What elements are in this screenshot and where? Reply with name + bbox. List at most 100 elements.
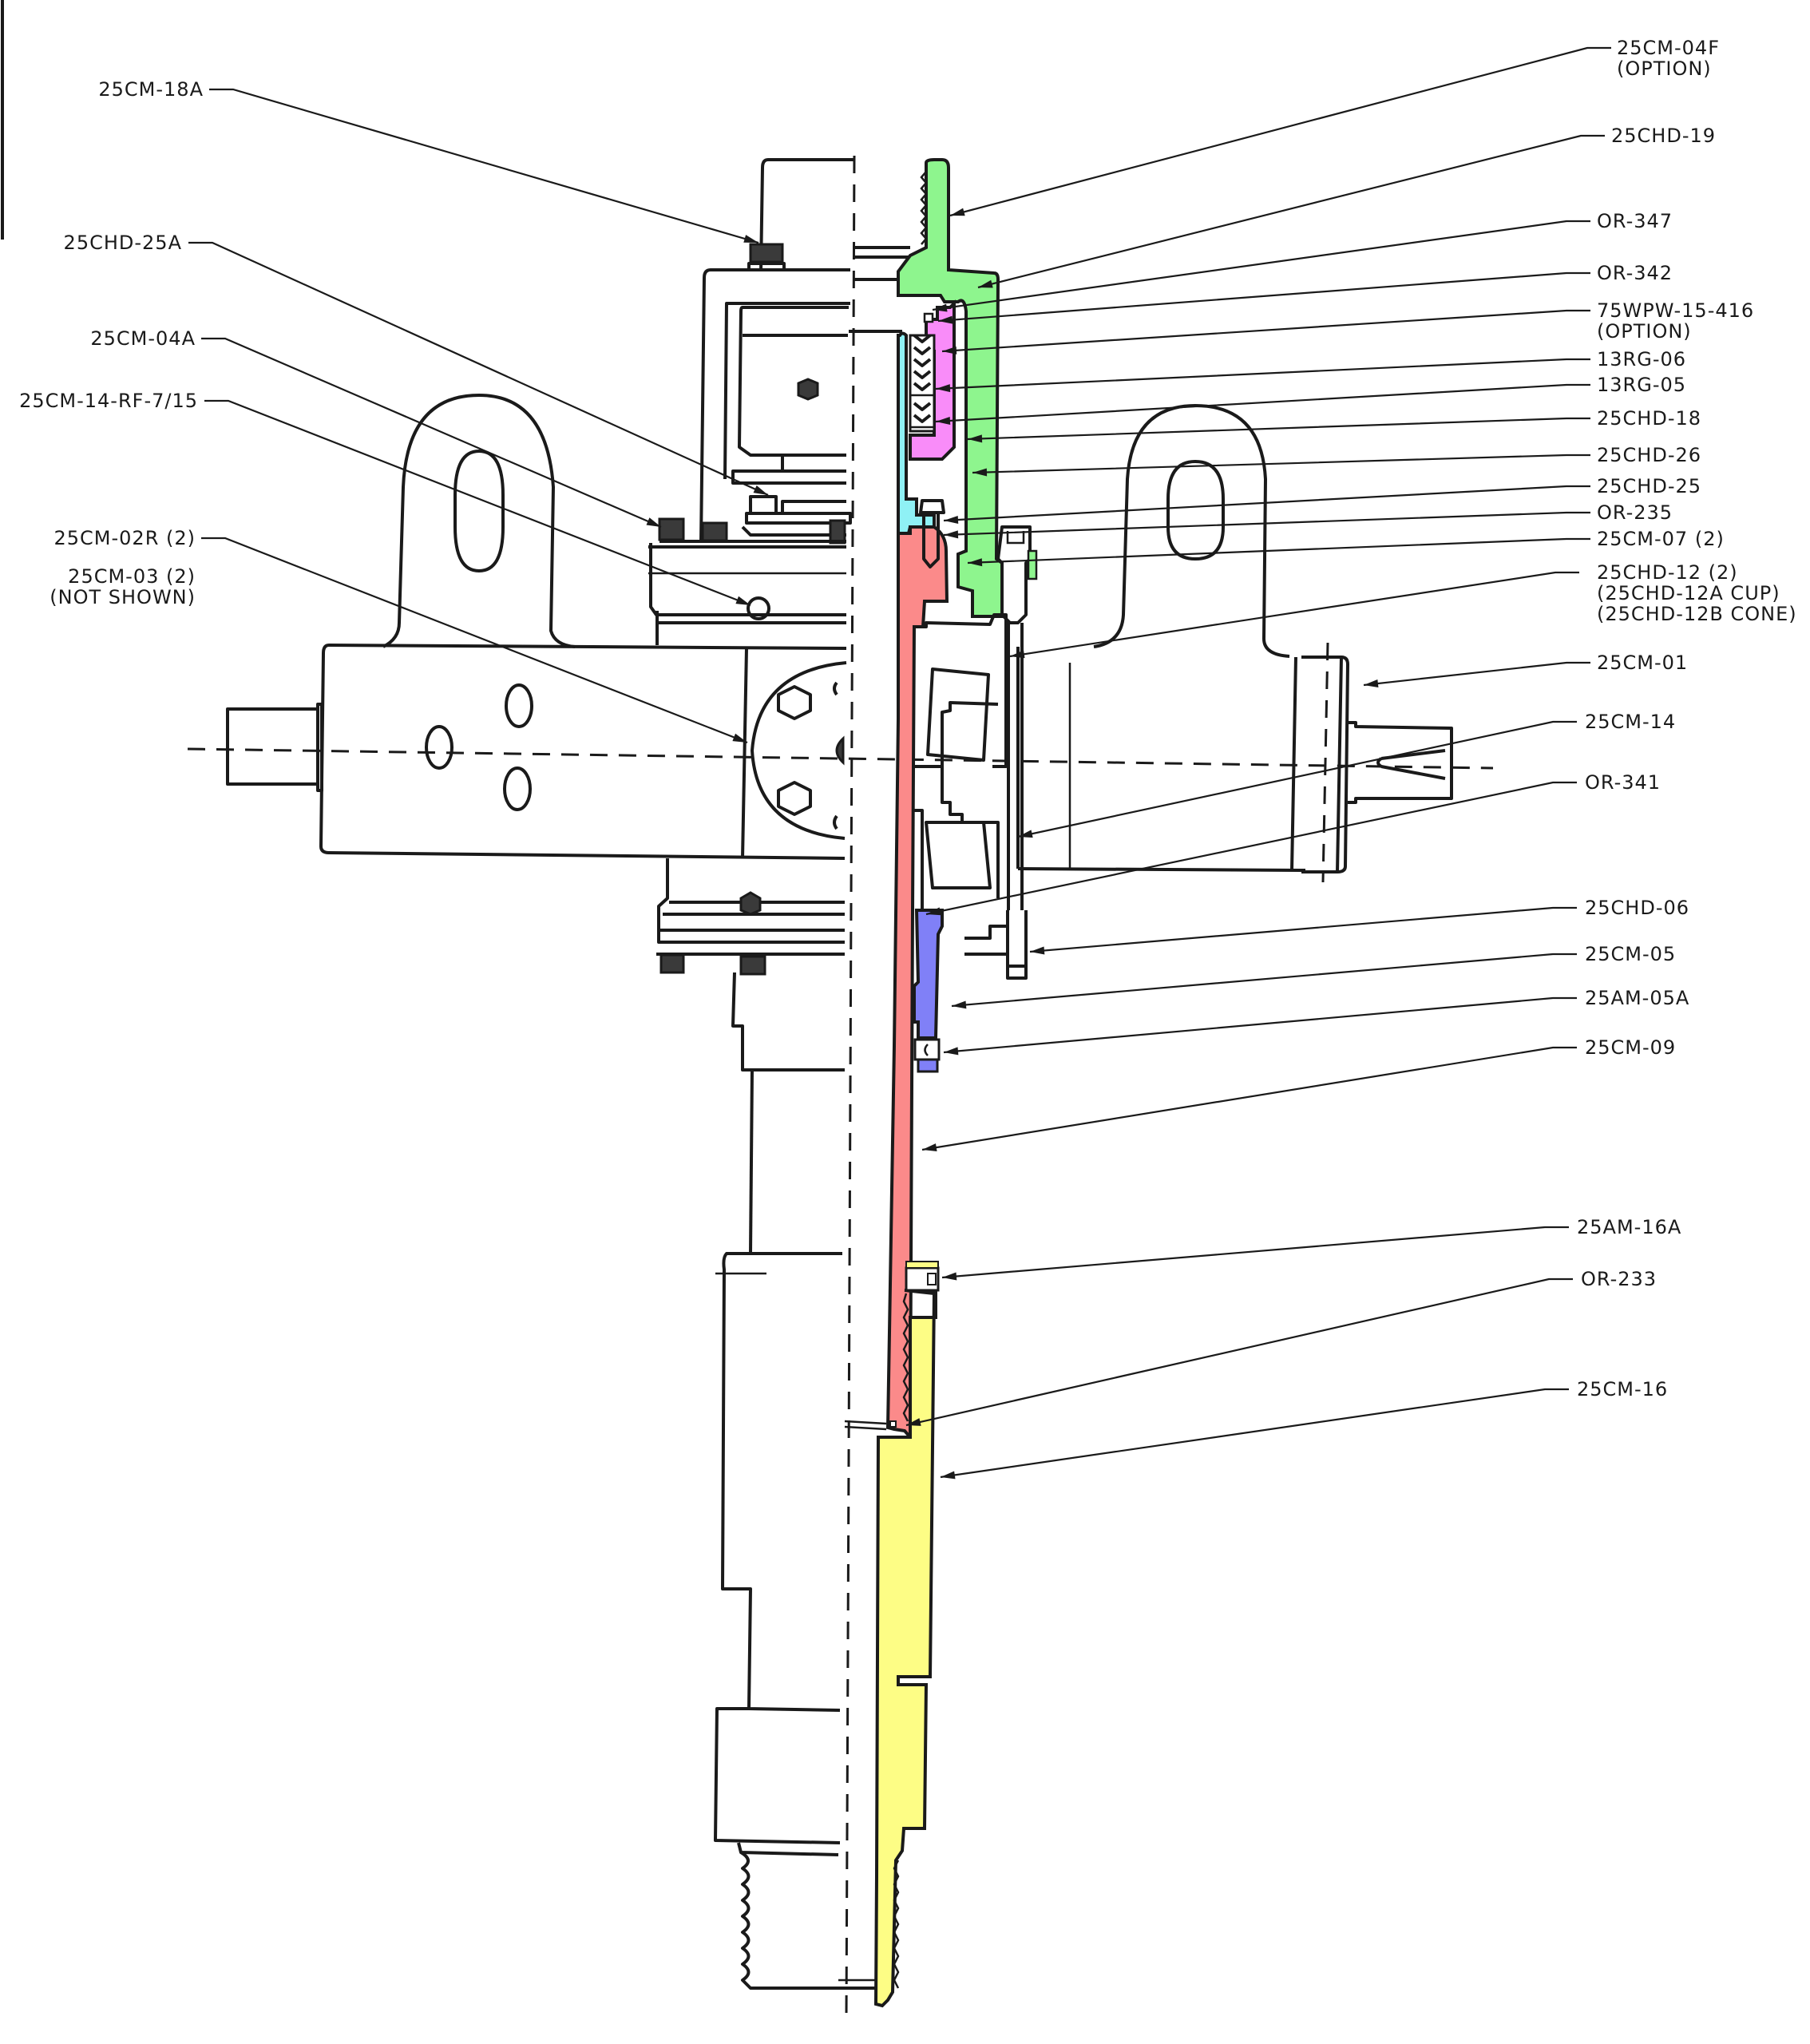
mandrel-thread xyxy=(902,1293,909,1422)
label-line: OR-341 xyxy=(1585,771,1661,794)
upper-cap xyxy=(759,158,910,281)
side-flange-centerline xyxy=(1321,642,1329,883)
label-line: OR-233 xyxy=(1581,1268,1657,1290)
leader-25chd-26 xyxy=(972,454,1590,474)
label-25cm-07: 25CM-07 (2) xyxy=(1597,528,1725,550)
leader-or-342 xyxy=(937,271,1590,323)
arrowhead xyxy=(936,384,951,393)
leader-25cm-07 xyxy=(967,537,1590,564)
label-25cm-05: 25CM-05 xyxy=(1585,943,1676,965)
leader-lines xyxy=(188,46,1611,1480)
lower-flange xyxy=(656,858,845,976)
arrowhead xyxy=(978,279,993,288)
arrowhead xyxy=(922,1143,937,1152)
arrowhead xyxy=(936,416,951,425)
label-or-233: OR-233 xyxy=(1581,1268,1657,1290)
arrowhead xyxy=(1010,650,1025,659)
leader-13rg-05 xyxy=(935,383,1590,423)
leader-or-235 xyxy=(943,511,1590,537)
label-line: 25CM-14 xyxy=(1585,711,1676,733)
label-line: 25CM-07 (2) xyxy=(1597,528,1725,550)
arrowhead xyxy=(906,1418,921,1426)
label-line: 25AM-05A xyxy=(1585,987,1689,1009)
label-line: 25CM-05 xyxy=(1585,943,1676,965)
leader-25chd-19 xyxy=(977,134,1605,289)
label-line: 25CM-02R (2) xyxy=(53,527,196,549)
label-line: 25CHD-26 xyxy=(1597,444,1701,466)
label-25chd-25: 25CHD-25 xyxy=(1597,475,1701,497)
leader-25chd-18 xyxy=(967,417,1590,441)
label-line: 25CM-18A xyxy=(98,78,204,101)
label-25cm-16: 25CM-16 xyxy=(1577,1378,1668,1400)
label-line: OR-347 xyxy=(1597,210,1673,232)
label-line: (25CHD-12B CONE) xyxy=(1597,603,1797,625)
arrowhead xyxy=(968,434,983,443)
label-25cm-14-rf-7-15: 25CM-14-RF-7/15 xyxy=(19,390,198,412)
label-25cm-01: 25CM-01 xyxy=(1597,652,1688,674)
label-line: (OPTION) xyxy=(1617,57,1712,80)
leader-25chd-12 xyxy=(1009,571,1579,658)
label-25am-05a: 25AM-05A xyxy=(1585,987,1689,1009)
bottom-sub-25CM-16 xyxy=(873,1289,937,2008)
label-line: 25CM-01 xyxy=(1597,652,1688,674)
arrowhead xyxy=(1018,830,1033,838)
leader-25cm-14 xyxy=(1017,720,1577,838)
lower-body-outline xyxy=(714,972,882,1990)
left-lifting-ear xyxy=(382,394,576,648)
label-line: (NOT SHOWN) xyxy=(50,586,196,608)
set-screw-25AM-16A xyxy=(905,1261,940,1292)
leader-25cm-18a xyxy=(209,88,759,244)
label-25chd-18: 25CHD-18 xyxy=(1597,407,1701,430)
label-line: 25CHD-06 xyxy=(1585,897,1689,919)
mandrel-25CM-09 xyxy=(885,525,949,1442)
label-line: 75WPW-15-416 xyxy=(1597,299,1754,322)
label-line: (OPTION) xyxy=(1597,320,1692,343)
label-line: 25CHD-25 xyxy=(1597,475,1701,497)
arrowhead xyxy=(753,485,768,495)
arrowhead xyxy=(944,1047,959,1056)
label-line: 25CM-09 xyxy=(1585,1036,1676,1059)
vertical-centerline xyxy=(845,155,856,2021)
label-or-342: OR-342 xyxy=(1597,262,1673,284)
label-line: 25CM-04F xyxy=(1617,37,1720,59)
oring-OR-342 xyxy=(923,312,934,323)
label-line: 25CM-16 xyxy=(1577,1378,1668,1400)
arrowhead xyxy=(732,733,747,743)
label-or-347: OR-347 xyxy=(1597,210,1673,232)
nut-small-upper xyxy=(797,378,819,401)
label-25chd-12: 25CHD-12 (2)(25CHD-12A CUP)(25CHD-12B CO… xyxy=(1597,561,1797,625)
leader-25cm-02r xyxy=(201,537,748,744)
arrowhead xyxy=(942,346,957,355)
leader-25cm-14-rf-7-15 xyxy=(204,399,751,607)
arrowhead xyxy=(933,303,948,312)
left-shaft-stub xyxy=(226,703,323,792)
label-25chd-26: 25CHD-26 xyxy=(1597,444,1701,466)
label-line: 13RG-06 xyxy=(1597,348,1686,370)
arrowhead xyxy=(926,907,941,916)
bearings-25CHD-12 xyxy=(914,613,1008,910)
bolt-25CM-18A xyxy=(747,243,786,271)
bearing-housing-frame xyxy=(699,268,902,544)
leader-25chd-06 xyxy=(1029,906,1577,953)
arrowhead xyxy=(646,517,661,527)
cap-screw-25CHD-06 xyxy=(964,910,1028,980)
label-25chd-25a: 25CHD-25A xyxy=(64,232,182,254)
label-25cm-02r: 25CM-02R (2) xyxy=(53,527,196,549)
arrowhead xyxy=(972,468,988,477)
packing-rings-13RG xyxy=(909,334,936,433)
label-25cm-18a: 25CM-18A xyxy=(98,78,204,101)
label-25cm-14: 25CM-14 xyxy=(1585,711,1676,733)
arrowhead xyxy=(938,315,953,324)
label-75wpw-15-416: 75WPW-15-416(OPTION) xyxy=(1597,299,1754,343)
leader-25chd-25 xyxy=(943,485,1590,522)
label-line: OR-342 xyxy=(1597,262,1673,284)
label-or-341: OR-341 xyxy=(1585,771,1661,794)
label-line: 25CHD-19 xyxy=(1611,125,1716,147)
leader-or-341 xyxy=(925,781,1577,916)
leader-or-233 xyxy=(905,1278,1573,1427)
label-line: 25CM-03 (2) xyxy=(68,565,196,588)
arrowhead xyxy=(944,530,959,539)
arrowhead xyxy=(968,558,983,567)
arrowhead xyxy=(944,516,959,525)
